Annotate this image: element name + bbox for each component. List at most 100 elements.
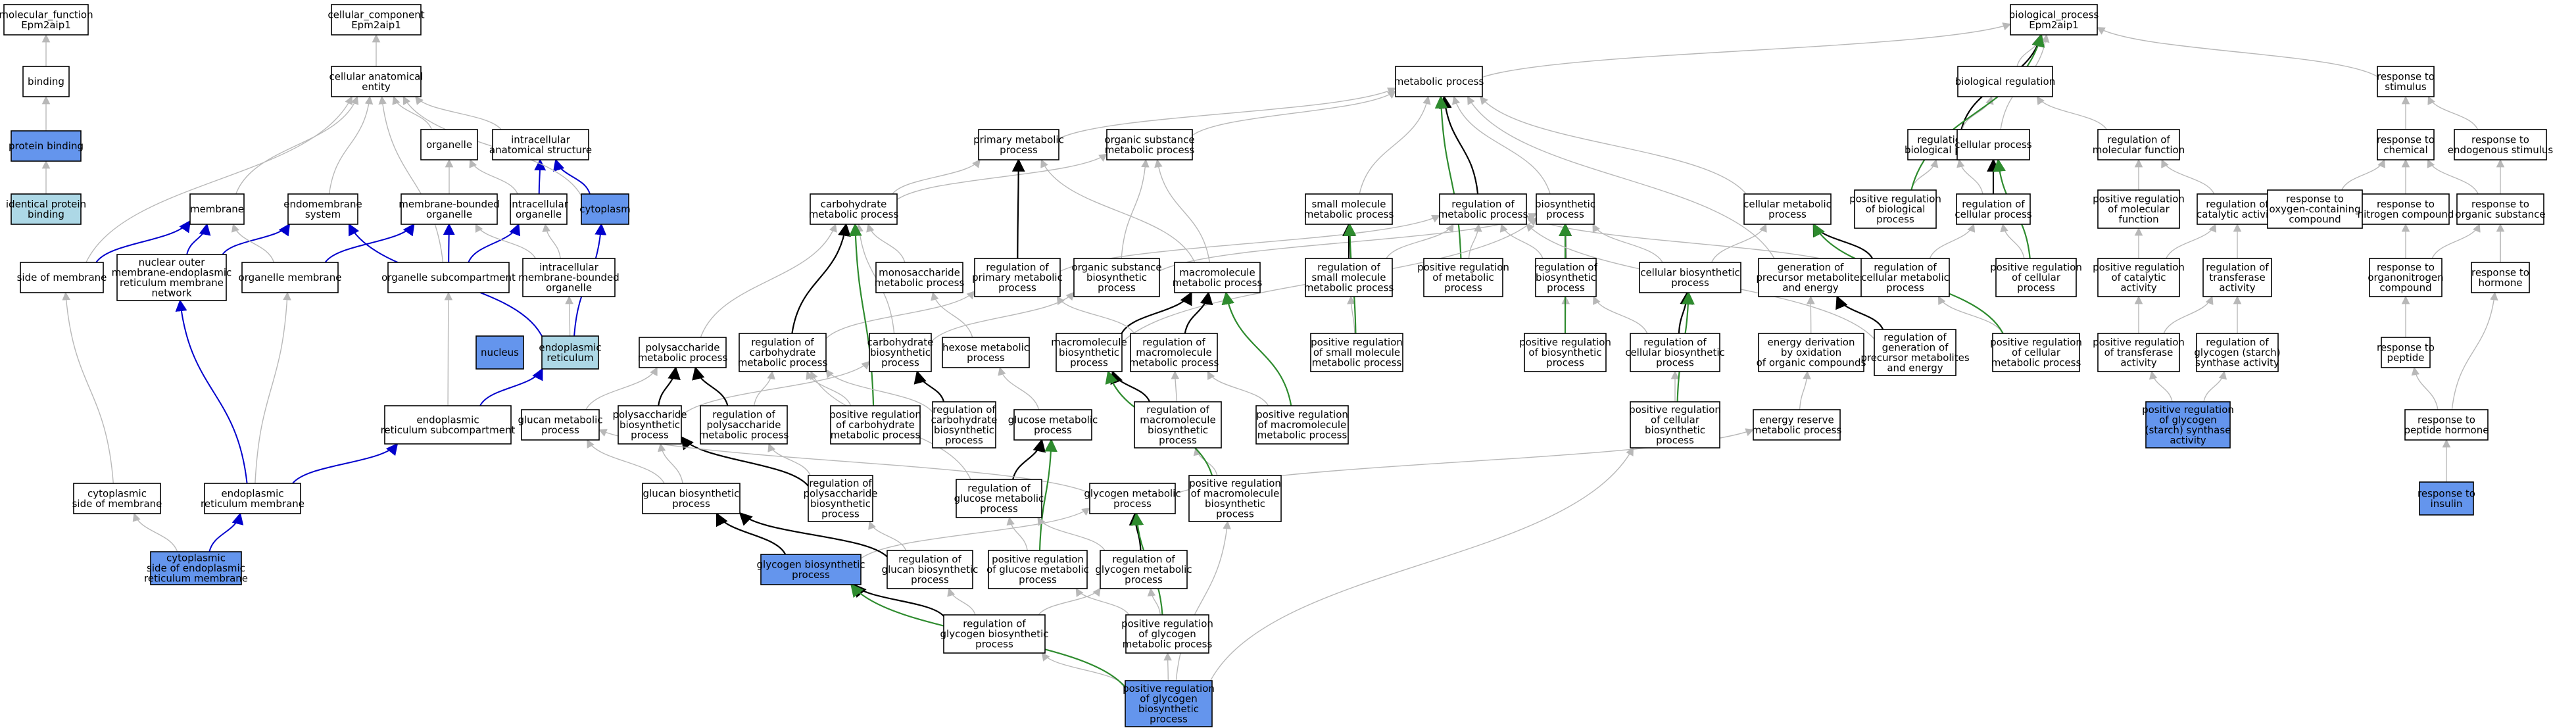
go-term-node-orgsub[interactable]: organelle subcompartment [381,262,516,293]
go-term-node-sideofmem[interactable]: side of membrane [17,262,107,293]
go-term-node-regmacrobio[interactable]: regulation ofmacromoleculebiosyntheticpr… [1134,401,1222,449]
go-term-node-bioreg[interactable]: biological regulation [1955,66,2055,97]
go-term-node-nucleus[interactable]: nucleus [475,335,524,370]
go-term-node-protbind[interactable]: protein binding [9,130,84,162]
go-term-node-organelle[interactable]: organelle [420,129,478,160]
go-term-node-regpolybio[interactable]: regulation ofpolysaccharidebiosyntheticp… [803,475,878,522]
go-term-node-cellproc[interactable]: cellular process [1955,129,2032,160]
go-term-node-membrane[interactable]: membrane [189,193,245,225]
go-term-node-cytoplasm[interactable]: cytoplasm [579,193,631,225]
go-term-node-metproc[interactable]: metabolic process [1394,66,1484,97]
go-term-node-binding[interactable]: binding [22,66,70,97]
go-term-node-regcarbbio[interactable]: regulation ofcarbohydratebiosyntheticpro… [931,401,998,449]
go-term-node-orgmem[interactable]: organelle membrane [239,262,342,293]
go-term-node-nomer[interactable]: nuclear outermembrane-endoplasmicreticul… [112,254,232,301]
